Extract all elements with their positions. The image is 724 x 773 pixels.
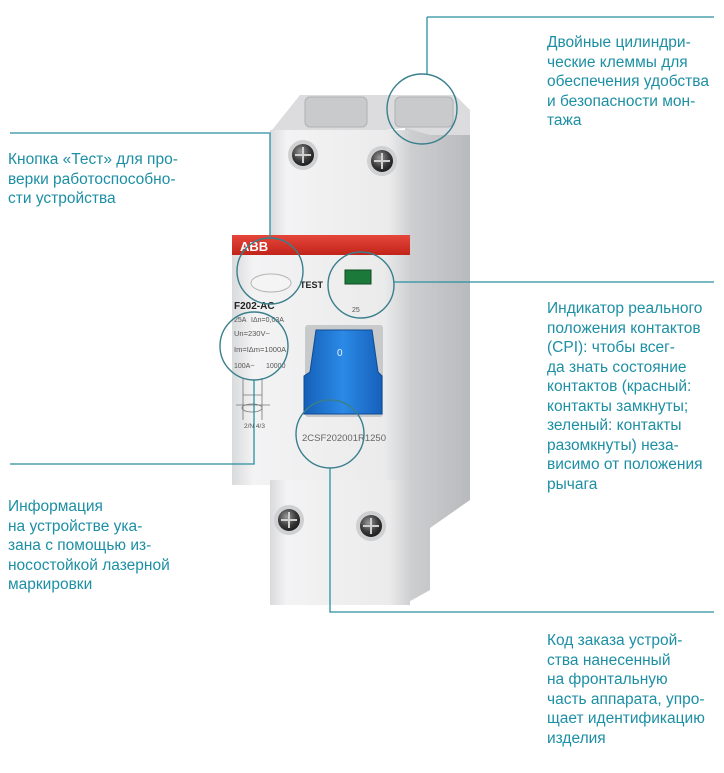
callout-indicator: Индикатор реального положения контактов …	[547, 300, 703, 493]
leader-order-code	[329, 468, 714, 613]
rating-residual: IΔn=0,03A	[251, 317, 284, 324]
callout-order-code: Код заказа устрой- ства нанесенный на фр…	[547, 632, 705, 747]
test-button[interactable]	[250, 273, 292, 293]
leader-marking	[10, 380, 255, 465]
top-screw-left	[288, 140, 318, 170]
test-label: TEST	[300, 280, 324, 290]
bottom-screw-left	[274, 505, 304, 535]
rating-making: Im=IΔm=1000A	[234, 345, 286, 354]
top-screw-right	[367, 146, 397, 176]
top-terminal-slot-left	[304, 96, 368, 128]
cpi-indicator	[344, 269, 372, 285]
rating-short: 100A~	[234, 363, 254, 370]
abb-logo: ABB	[240, 239, 268, 254]
callout-test-button: Кнопка «Тест» для про- верки работоспосо…	[8, 151, 178, 207]
bottom-screw-right	[356, 511, 386, 541]
callout-marking: Информация на устройстве ука- зана с пом…	[8, 498, 170, 593]
highlight-indicator	[327, 251, 395, 319]
highlight-terminals	[386, 73, 458, 145]
wiring-schematic	[236, 378, 270, 420]
top-terminal-slot-right	[394, 96, 454, 128]
lever-symbol: 0	[337, 348, 343, 359]
terminal-marking: 2/N 4/3	[244, 423, 265, 430]
order-code: 2CSF202001R1250	[302, 433, 386, 444]
housing-side	[405, 110, 470, 604]
abb-band	[232, 235, 410, 255]
indicator-number: 25	[352, 307, 360, 314]
rating-voltage: Un=230V~	[234, 329, 270, 338]
rating-current: 25A	[234, 317, 247, 324]
leader-test-button	[10, 132, 271, 238]
model-label: F202-AC	[234, 301, 275, 312]
housing-lower	[270, 480, 410, 605]
callout-terminals: Двойные цилиндри- ческие клеммы для обес…	[547, 34, 709, 129]
lever-handle[interactable]	[303, 329, 383, 415]
rating-short-b: 10000	[266, 363, 286, 370]
